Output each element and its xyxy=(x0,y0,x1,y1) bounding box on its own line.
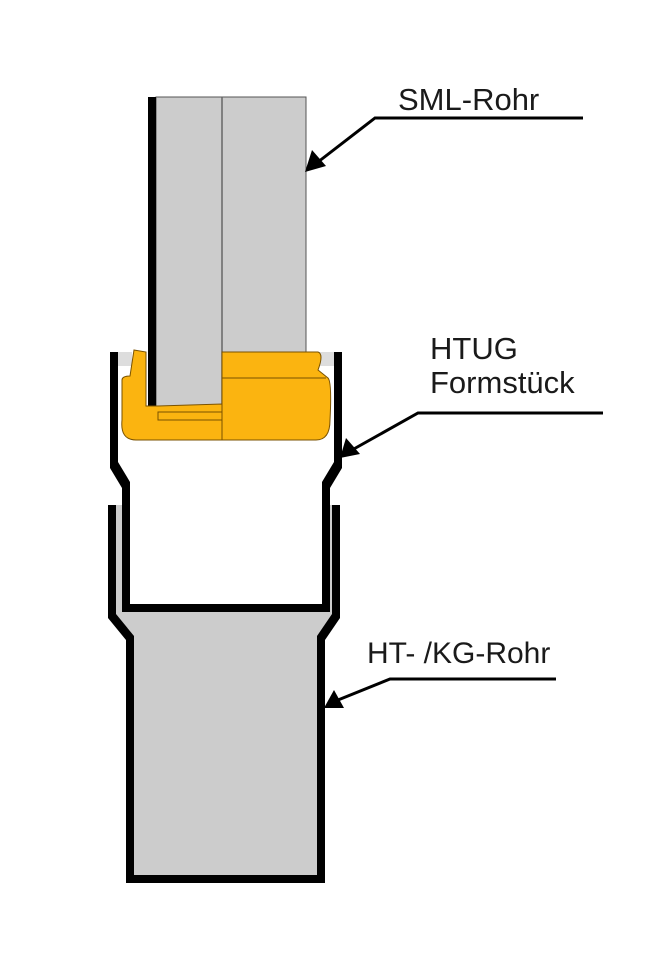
ht-pipe-label: HT- /KG-Rohr xyxy=(367,637,550,670)
seal-left-groove xyxy=(157,411,223,421)
sml-arrow-head xyxy=(305,150,326,172)
sml-leader xyxy=(305,116,583,172)
ht-leader xyxy=(324,677,556,708)
sml-leader-line xyxy=(317,116,583,164)
fitting-rim-left xyxy=(118,352,132,366)
ht-arrow-head xyxy=(324,690,344,708)
sml-pipe-coating xyxy=(148,97,156,419)
fitting-label-line1: HTUG xyxy=(430,331,518,366)
ht-leader-line xyxy=(337,677,556,702)
seal-right xyxy=(221,351,332,441)
fitting-rim-right xyxy=(318,352,334,366)
seal-ring xyxy=(121,349,332,441)
fitting-inner xyxy=(130,482,322,604)
sml-pipe-label: SML-Rohr xyxy=(398,82,539,117)
fitting-leader-line xyxy=(351,411,603,452)
fitting-leader xyxy=(340,411,603,458)
fitting-label-line2: Formstück xyxy=(430,365,575,400)
fitting-arrow-head xyxy=(340,438,360,458)
